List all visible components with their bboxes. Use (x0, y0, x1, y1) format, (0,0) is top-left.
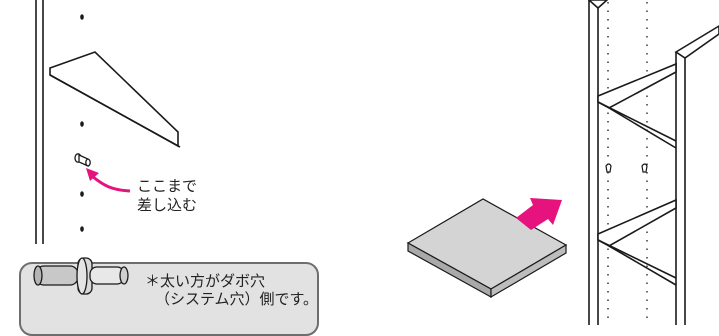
insert-depth-label: ここまで 差し込む (137, 177, 197, 215)
curved-arrow-icon (86, 168, 131, 193)
cabinet-dowel-pins (605, 163, 648, 173)
diagram-canvas (35, 0, 719, 325)
cabinet-left-panel (587, 0, 609, 325)
note-line2: （システム穴）側です。 (155, 290, 319, 309)
cabinet-dotted-hole-rows (607, 2, 648, 325)
block-arrow-icon (516, 198, 562, 230)
insert-depth-label-line1: ここまで (137, 177, 198, 195)
insert-depth-label-line2: 差し込む (137, 195, 198, 214)
new-shelf-board (406, 198, 568, 299)
cabinet-lower-shelf (597, 198, 677, 286)
cabinet-upper-shelf (597, 62, 677, 149)
inserted-dowel-pin (74, 153, 91, 168)
cabinet-divider-panel (674, 25, 719, 325)
left-shelf-board (49, 51, 181, 148)
note-text: ＊太い方がダボ穴 （システム穴）側です。 (145, 272, 318, 309)
assembly-diagram: ここまで 差し込む ＊太い方がダボ穴 （システム穴）側です。 (19, 0, 719, 336)
note-line1: ＊太い方がダボ穴 (145, 272, 266, 290)
dowel-holes-column (80, 14, 84, 232)
left-side-panel (35, 0, 44, 244)
